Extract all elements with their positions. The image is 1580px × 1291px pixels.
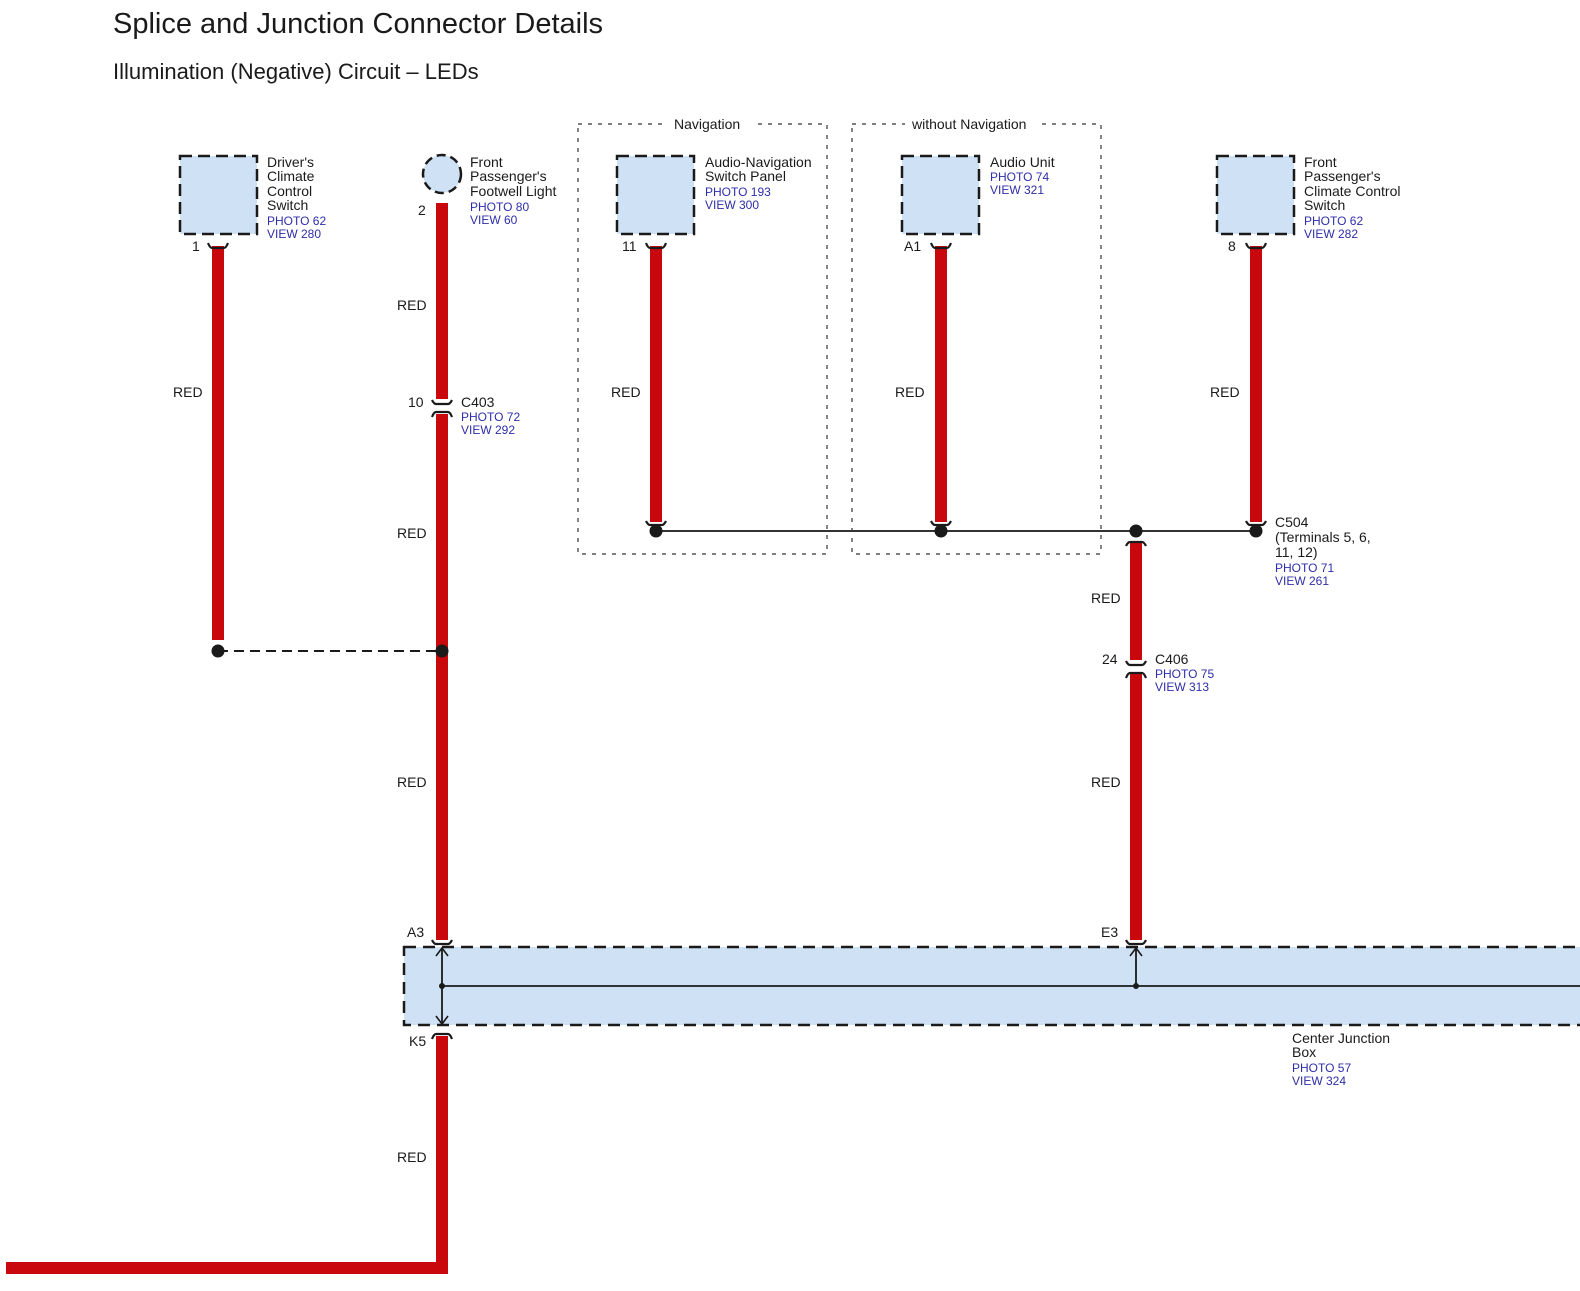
group-without-navigation: without Navigation [851, 113, 1102, 555]
wire-label-driver: RED [173, 384, 203, 400]
svg-text:11, 12): 11, 12) [1275, 544, 1318, 560]
footwell-light-symbol [421, 153, 463, 195]
svg-text:Control: Control [267, 183, 312, 199]
wire-label-passenger: RED [1210, 384, 1240, 400]
c403-pin: 10 [408, 394, 424, 410]
svg-text:Switch: Switch [267, 197, 308, 213]
wires [6, 203, 1262, 1274]
group-navigation: Navigation [577, 113, 828, 555]
c403-view-ref: VIEW 292 [461, 423, 515, 437]
c504-name: C504 [1275, 514, 1309, 530]
c403-name: C403 [461, 394, 495, 410]
passenger-switch-photo-ref: PHOTO 62 [1304, 214, 1363, 228]
driver-switch-pin: 1 [192, 238, 200, 254]
svg-text:(Terminals 5, 6,: (Terminals 5, 6, [1275, 529, 1371, 545]
driver-climate-switch-box [178, 154, 259, 236]
svg-text:Box: Box [1292, 1044, 1316, 1060]
wire-color-labels: RED RED RED RED RED RED RED RED RED RED [173, 297, 1240, 1165]
footwell-light-view-ref: VIEW 60 [470, 213, 518, 227]
cjb-photo-ref: PHOTO 57 [1292, 1061, 1351, 1075]
audio-unit-pin: A1 [904, 238, 921, 254]
cjb-pin-e3: E3 [1101, 924, 1118, 940]
c406-name: C406 [1155, 651, 1189, 667]
c406-view-ref: VIEW 313 [1155, 680, 1209, 694]
audio-navigation-panel-label: Audio-Navigation Switch Panel PHOTO 193 … [622, 154, 812, 254]
page-title: Splice and Junction Connector Details [113, 8, 604, 40]
center-junction-box [402, 945, 1580, 1027]
cjb-pin-a3: A3 [407, 924, 424, 940]
audio-nav-pin: 11 [622, 238, 637, 254]
wire-label-footwell-upper: RED [397, 297, 427, 313]
audio-unit-box [900, 154, 981, 236]
driver-switch-photo-ref: PHOTO 62 [267, 214, 326, 228]
cjb-pin-k5: K5 [409, 1033, 426, 1049]
svg-text:Driver's: Driver's [267, 154, 314, 170]
svg-text:Audio Unit: Audio Unit [990, 154, 1055, 170]
passenger-climate-switch-box [1215, 154, 1296, 236]
c406-connector-label: 24 C406 PHOTO 75 VIEW 313 [1102, 651, 1214, 694]
audio-unit-photo-ref: PHOTO 74 [990, 170, 1049, 184]
footwell-light-photo-ref: PHOTO 80 [470, 200, 529, 214]
wire-label-audio-nav: RED [611, 384, 641, 400]
page-subtitle: Illumination (Negative) Circuit – LEDs [113, 59, 479, 84]
svg-text:Audio-Navigation: Audio-Navigation [705, 154, 812, 170]
group-navigation-label: Navigation [674, 116, 740, 132]
c504-connector-label: C504 (Terminals 5, 6, 11, 12) PHOTO 71 V… [1275, 514, 1371, 588]
audio-unit-view-ref: VIEW 321 [990, 183, 1044, 197]
wire-label-c504-c406: RED [1091, 590, 1121, 606]
audio-navigation-panel-box [615, 154, 696, 236]
svg-text:Climate: Climate [267, 168, 315, 184]
footwell-light-label: Front Passenger's Footwell Light PHOTO 8… [418, 154, 556, 227]
wire-k5-ground [6, 1036, 448, 1274]
splice-points [211, 524, 1263, 658]
c504-photo-ref: PHOTO 71 [1275, 561, 1334, 575]
c403-photo-ref: PHOTO 72 [461, 410, 520, 424]
svg-text:Center Junction: Center Junction [1292, 1030, 1390, 1046]
audio-nav-view-ref: VIEW 300 [705, 198, 759, 212]
wire-label-footwell-lower: RED [397, 774, 427, 790]
audio-nav-photo-ref: PHOTO 193 [705, 185, 771, 199]
wire-label-k5: RED [397, 1149, 427, 1165]
c504-view-ref: VIEW 261 [1275, 574, 1329, 588]
svg-text:Passenger's: Passenger's [470, 168, 547, 184]
c406-photo-ref: PHOTO 75 [1155, 667, 1214, 681]
passenger-climate-switch-label: Front Passenger's Climate Control Switch… [1228, 154, 1400, 254]
driver-switch-view-ref: VIEW 280 [267, 227, 321, 241]
passenger-switch-pin: 8 [1228, 238, 1236, 254]
svg-text:Front: Front [1304, 154, 1337, 170]
footwell-light-pin: 2 [418, 202, 426, 218]
group-without-navigation-label: without Navigation [911, 116, 1026, 132]
svg-text:Footwell Light: Footwell Light [470, 183, 556, 199]
wire-label-c406-e3: RED [1091, 774, 1121, 790]
audio-unit-label: Audio Unit PHOTO 74 VIEW 321 A1 [904, 154, 1055, 254]
center-junction-box-label: A3 E3 K5 Center Junction Box PHOTO 57 VI… [407, 924, 1390, 1088]
driver-climate-switch-label: Driver's Climate Control Switch PHOTO 62… [192, 154, 326, 254]
svg-text:Front: Front [470, 154, 503, 170]
svg-text:Switch: Switch [1304, 197, 1345, 213]
svg-text:Switch Panel: Switch Panel [705, 168, 786, 184]
c406-pin: 24 [1102, 651, 1118, 667]
terminal-caps [206, 242, 1268, 1040]
svg-text:Climate Control: Climate Control [1304, 183, 1400, 199]
passenger-switch-view-ref: VIEW 282 [1304, 227, 1358, 241]
c403-connector-label: 10 C403 PHOTO 72 VIEW 292 [408, 394, 520, 437]
wire-label-audio-unit: RED [895, 384, 925, 400]
cjb-view-ref: VIEW 324 [1292, 1074, 1346, 1088]
svg-text:Passenger's: Passenger's [1304, 168, 1381, 184]
wire-label-footwell-middle: RED [397, 525, 427, 541]
